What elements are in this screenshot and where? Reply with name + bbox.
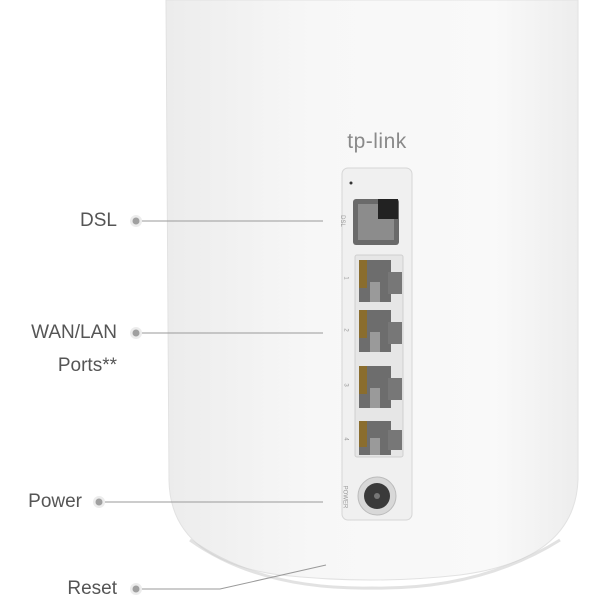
callout-dsl: DSL <box>80 210 117 231</box>
dsl-port-label: DSL <box>338 215 345 227</box>
lan-port-label-2: 2 <box>342 328 349 332</box>
callout-dots <box>93 215 142 595</box>
power-port-label: POWER <box>341 485 348 509</box>
callout-power: Power <box>28 491 82 512</box>
lan-port-label-3: 3 <box>342 383 349 387</box>
lan-ports <box>359 260 402 455</box>
tp-link-logo: tp-link <box>347 130 407 153</box>
callout-wan-lan: WAN/LAN <box>31 322 117 343</box>
lan-port-label-4: 4 <box>342 437 349 441</box>
callout-reset: Reset <box>67 578 117 599</box>
lan-port-label-1: 1 <box>342 276 349 280</box>
callout-ports: Ports** <box>57 355 117 376</box>
callout-lines <box>100 220 327 590</box>
